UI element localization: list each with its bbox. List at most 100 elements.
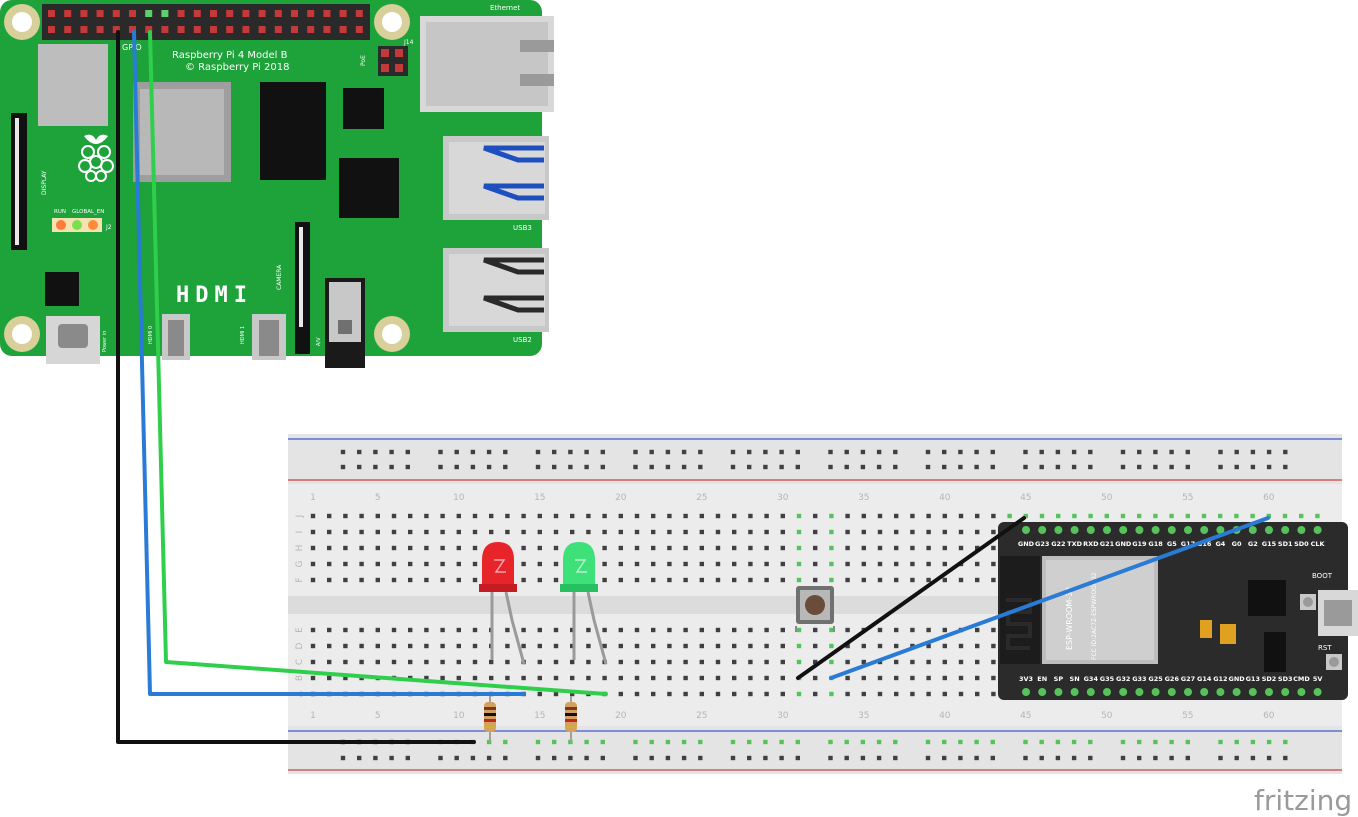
breadboard-hole [764,529,769,535]
breadboard-hole [780,561,785,567]
status-led-orange [88,220,98,230]
breadboard-hole [975,577,980,583]
breadboard-hole [1282,513,1288,519]
breadboard-hole [813,627,818,633]
breadboard-hole [651,643,656,649]
breadboard-hole [505,643,510,649]
esp32-pin-label: G26 [1165,675,1180,683]
breadboard-hole [699,691,704,697]
breadboard-hole [975,561,980,567]
breadboard-hole [975,691,980,697]
poe-label: PoE [360,55,367,66]
breadboard-hole [748,577,753,583]
status-led-red [56,220,66,230]
breadboard-hole [618,529,623,535]
wire-blue-gpio[interactable] [132,30,526,696]
rail-hole [1120,739,1126,745]
breadboard-hole [408,659,413,665]
esp32-pin [1103,688,1111,696]
gpio-pin [210,26,217,33]
rail-hole [600,464,605,470]
rail-hole [1137,449,1142,455]
rail-hole [779,449,784,455]
breadboard-hole [424,561,429,567]
wire-blue-button-signal[interactable] [829,516,1270,680]
rail-hole [584,464,589,470]
raspberry-logo-icon [78,134,114,182]
wire-black-ground[interactable] [116,30,476,744]
breadboard-hole [894,545,899,551]
breadboard-hole [683,561,688,567]
av-label: A/V [316,337,322,346]
esp32-pin [1119,688,1128,696]
breadboard-hole [975,643,980,649]
rail-hole [860,739,866,745]
breadboard-hole [440,627,445,633]
rail-hole [665,739,671,745]
gpio-pin [193,26,201,33]
breadboard-hole [780,627,785,633]
esp32-pin-label: GND [1018,540,1035,548]
rail-hole [844,755,849,761]
rail-hole [665,449,671,455]
push-button[interactable] [795,586,835,632]
rail-hole [633,755,638,761]
breadboard-hole [942,577,947,583]
rail-hole [990,449,995,455]
breadboard-hole [715,513,721,519]
breadboard-hole [391,577,397,583]
breadboard-hole [732,513,737,519]
breadboard-column-number: 1 [310,493,316,503]
breadboard-hole [796,529,802,535]
wire-black-button-gnd[interactable] [796,516,1026,680]
rail-hole [1283,739,1288,745]
breadboard-hole [926,643,931,649]
rail-hole [486,755,492,761]
rail-hole [373,464,378,470]
rail-hole [942,449,947,455]
rail-hole [1071,739,1077,745]
breadboard-hole [651,513,656,519]
rail-hole [1120,755,1126,761]
breadboard-hole [537,691,542,697]
breadboard-hole [813,577,818,583]
breadboard-column-number: 15 [534,493,545,503]
breadboard-hole [975,659,980,665]
esp32-pin [1265,688,1273,696]
breadboard-hole [894,643,899,649]
breadboard-hole [602,545,607,551]
rail-hole [990,739,995,745]
gpio-pin [291,10,298,17]
rail-hole [779,755,784,761]
board-copyright-text: © Raspberry Pi 2018 [185,62,289,73]
esp32-pin-label: G12 [1213,675,1227,683]
rail-hole [1153,464,1158,470]
rail-hole [1023,739,1028,745]
breadboard-hole [651,675,656,681]
breadboard-hole [1250,513,1255,519]
breadboard-hole [634,561,640,567]
rail-hole [486,449,492,455]
gpio-pin [48,10,55,17]
rail-hole [600,449,605,455]
breadboard-hole [991,577,996,583]
breadboard-hole [796,513,802,519]
breadboard-hole [375,513,380,519]
breadboard-hole [1153,513,1158,519]
rail-hole [1169,755,1174,761]
power-rail-top [288,434,1342,484]
rail-hole [1153,739,1158,745]
breadboard-hole [861,529,866,535]
gpio-pin [210,10,217,17]
breadboard-hole [602,529,607,535]
breadboard-hole [1299,513,1304,519]
rail-hole [1088,464,1093,470]
breadboard-hole [877,529,883,535]
breadboard-hole [634,627,640,633]
esp32-pin-label: G18 [1148,540,1163,548]
rail-hole [568,755,573,761]
breadboard-hole [586,643,591,649]
rail-hole [795,755,800,761]
wire-green-gpio[interactable] [148,30,608,696]
esp32-pin [1054,688,1063,696]
